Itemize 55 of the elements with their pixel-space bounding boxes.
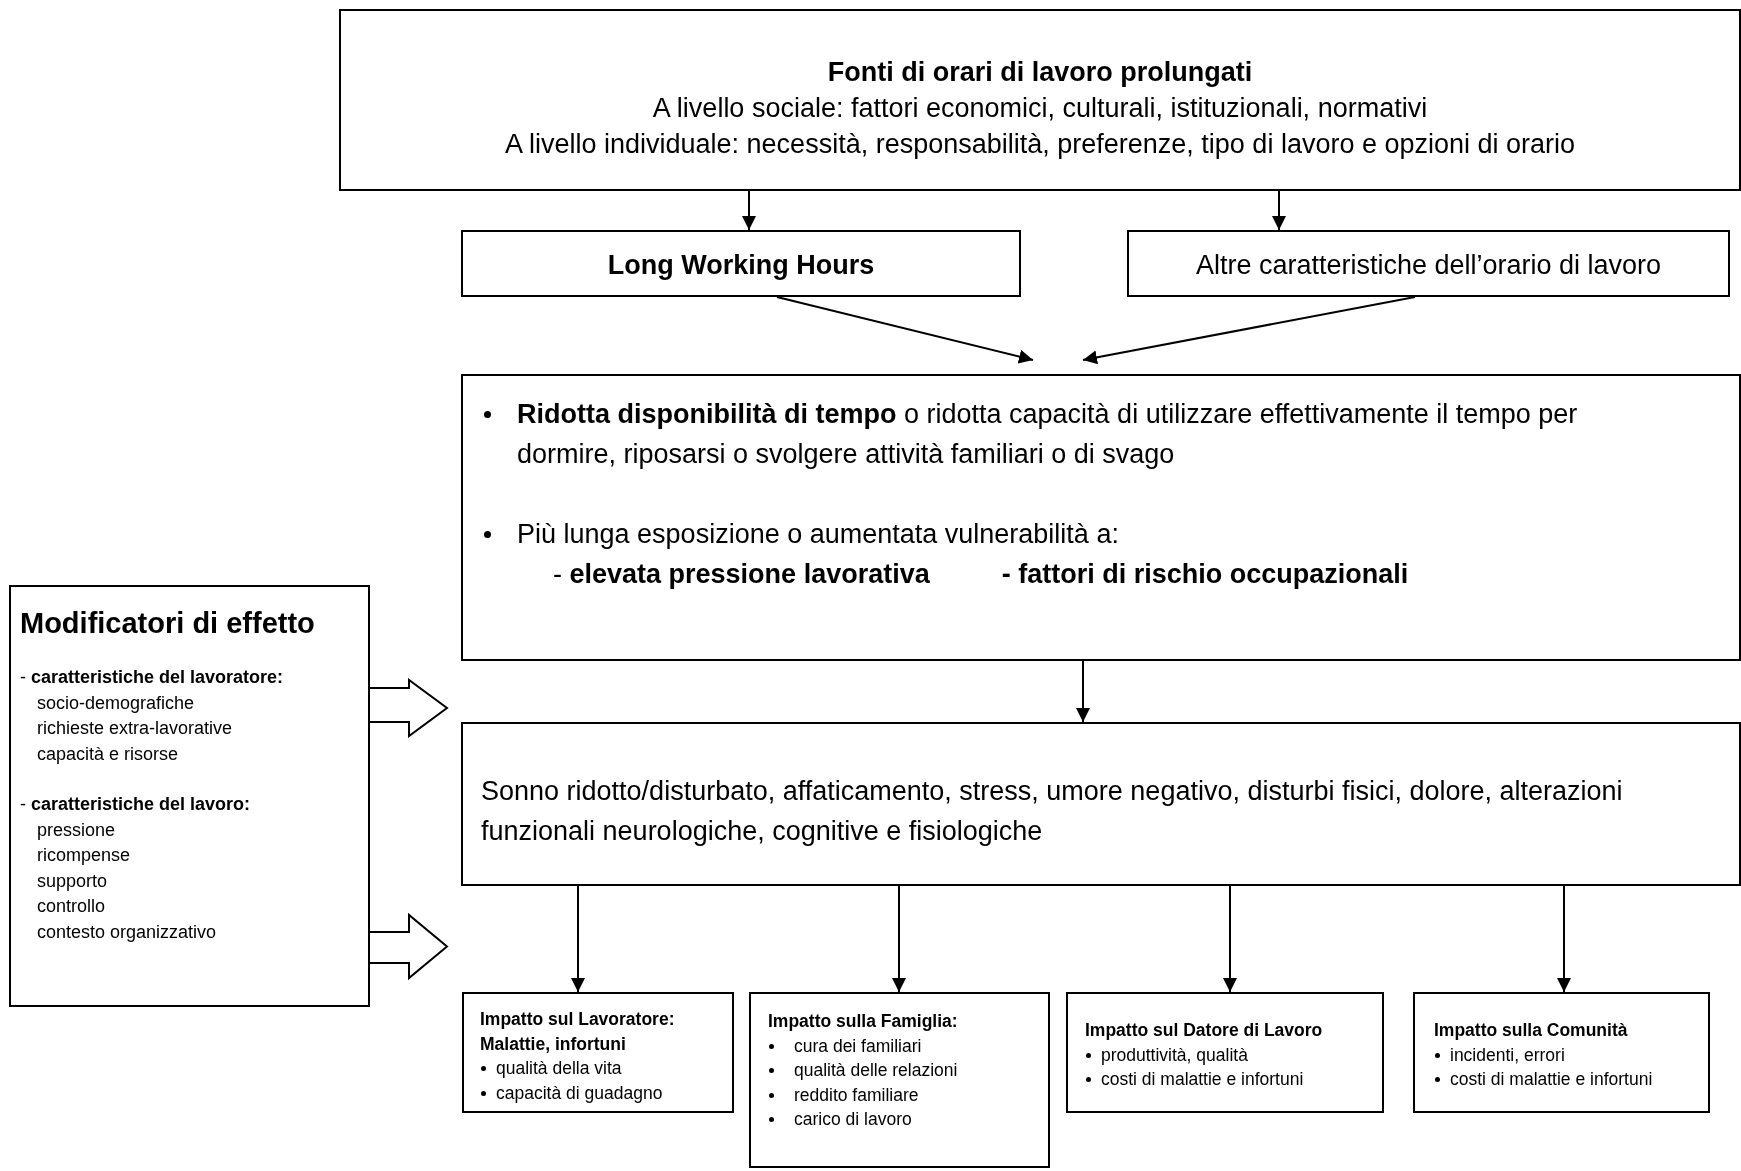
arrow bbox=[571, 885, 585, 993]
arrow bbox=[742, 190, 756, 231]
list-item: reddito familiare bbox=[794, 1083, 919, 1107]
process-box bbox=[1127, 230, 1730, 297]
source-box bbox=[339, 9, 1741, 191]
box-title: Modificatori di effetto bbox=[20, 606, 316, 641]
impact-heading: Impatto sul Datore di Lavoro bbox=[1085, 1019, 1324, 1042]
box-text: Sonno ridotto/disturbato, affaticamento, stress, umore negativo, disturbi fisici, dolore, alterazioni funzionali neurologiche, cognitive e fisiologiche bbox=[481, 775, 1624, 848]
list-item: socio-demografiche bbox=[37, 691, 195, 715]
list-item: incidenti, errori bbox=[1450, 1043, 1565, 1067]
block-arrow bbox=[369, 678, 449, 738]
arrow bbox=[1272, 190, 1286, 231]
arrow bbox=[776, 296, 1034, 364]
impact-box bbox=[749, 992, 1050, 1168]
process-box bbox=[461, 230, 1021, 297]
block-arrow bbox=[369, 912, 449, 981]
list-item: cura dei familiari bbox=[794, 1034, 922, 1058]
list-item: supporto bbox=[37, 869, 108, 893]
list-item: produttività, qualità bbox=[1101, 1043, 1248, 1067]
box-title: Fonti di orari di lavoro prolungati bbox=[826, 56, 1254, 89]
process-box bbox=[461, 374, 1741, 661]
arrow bbox=[892, 885, 906, 993]
list-item: controllo bbox=[37, 895, 106, 918]
arrow bbox=[1223, 885, 1237, 993]
impact-box bbox=[1066, 992, 1384, 1113]
list-item: richieste extra-lavorative bbox=[37, 717, 233, 740]
list-item: capacità e risorse bbox=[37, 742, 179, 766]
list-item: - elevata pressione lavorativa bbox=[553, 558, 930, 591]
impact-box bbox=[462, 992, 734, 1113]
arrow bbox=[1076, 660, 1090, 723]
list-item: qualità delle relazioni bbox=[794, 1059, 958, 1082]
impact-heading: Impatto sulla Famiglia: bbox=[768, 1010, 959, 1033]
list-item: capacità di guadagno bbox=[496, 1081, 663, 1105]
description-text: A livello individuale: necessità, responsabilità, preferenze, tipo di lavoro e opzioni di orario bbox=[503, 128, 1577, 161]
list-heading: - caratteristiche del lavoro: bbox=[20, 793, 251, 816]
list-heading: - caratteristiche del lavoratore: bbox=[20, 666, 284, 689]
impact-box bbox=[1413, 992, 1710, 1113]
list-item: costi di malattie e infortuni bbox=[1101, 1068, 1304, 1091]
box-text: Altre caratteristiche dell’orario di lavoro bbox=[1194, 249, 1663, 282]
impact-heading: Impatto sulla Comunità bbox=[1434, 1019, 1629, 1042]
list-item: carico di lavoro bbox=[794, 1108, 912, 1131]
box-title: Long Working Hours bbox=[606, 249, 876, 282]
bullet-text: Ridotta disponibilità di tempo o ridotta capacità di utilizzare effettivamente il tempo per dormire, riposarsi o svolgere attività familiari o di svago bbox=[517, 398, 1579, 471]
modifier-box bbox=[9, 585, 370, 1007]
arrow bbox=[1082, 296, 1416, 365]
description-text: A livello sociale: fattori economici, culturali, istituzionali, normativi bbox=[651, 92, 1429, 125]
list-item: qualità della vita bbox=[496, 1057, 622, 1080]
process-box bbox=[461, 722, 1741, 886]
list-item: - fattori di rischio occupazionali bbox=[1001, 558, 1409, 591]
list-item: pressione bbox=[37, 818, 116, 842]
bullet-text: Più lunga esposizione o aumentata vulnerabilità a: bbox=[517, 518, 1120, 551]
arrow bbox=[1557, 885, 1571, 993]
list-item: costi di malattie e infortuni bbox=[1450, 1068, 1653, 1091]
list-item: ricompense bbox=[37, 844, 131, 867]
list-item: contesto organizzativo bbox=[37, 920, 217, 944]
